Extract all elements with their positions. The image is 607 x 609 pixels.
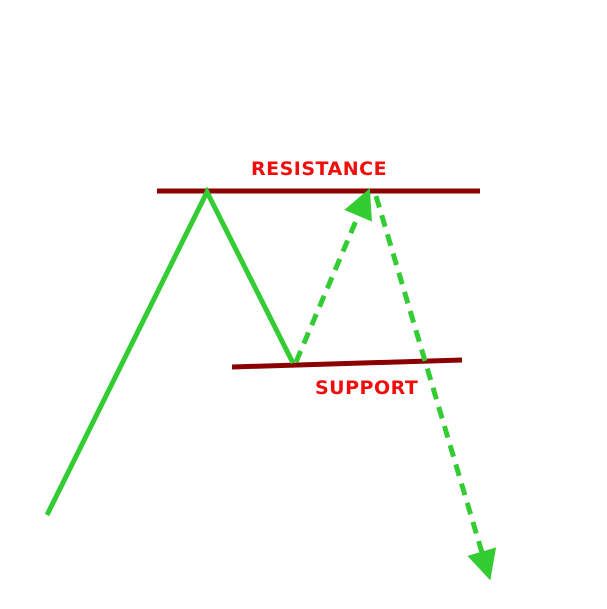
support-line bbox=[231, 357, 463, 370]
projected-breakdown-arrow bbox=[373, 195, 497, 581]
projected-bounce-arrow bbox=[293, 188, 372, 363]
resistance-label: RESISTANCE bbox=[251, 158, 388, 180]
support-label: SUPPORT bbox=[315, 377, 419, 399]
price-path-solid bbox=[44, 186, 296, 517]
